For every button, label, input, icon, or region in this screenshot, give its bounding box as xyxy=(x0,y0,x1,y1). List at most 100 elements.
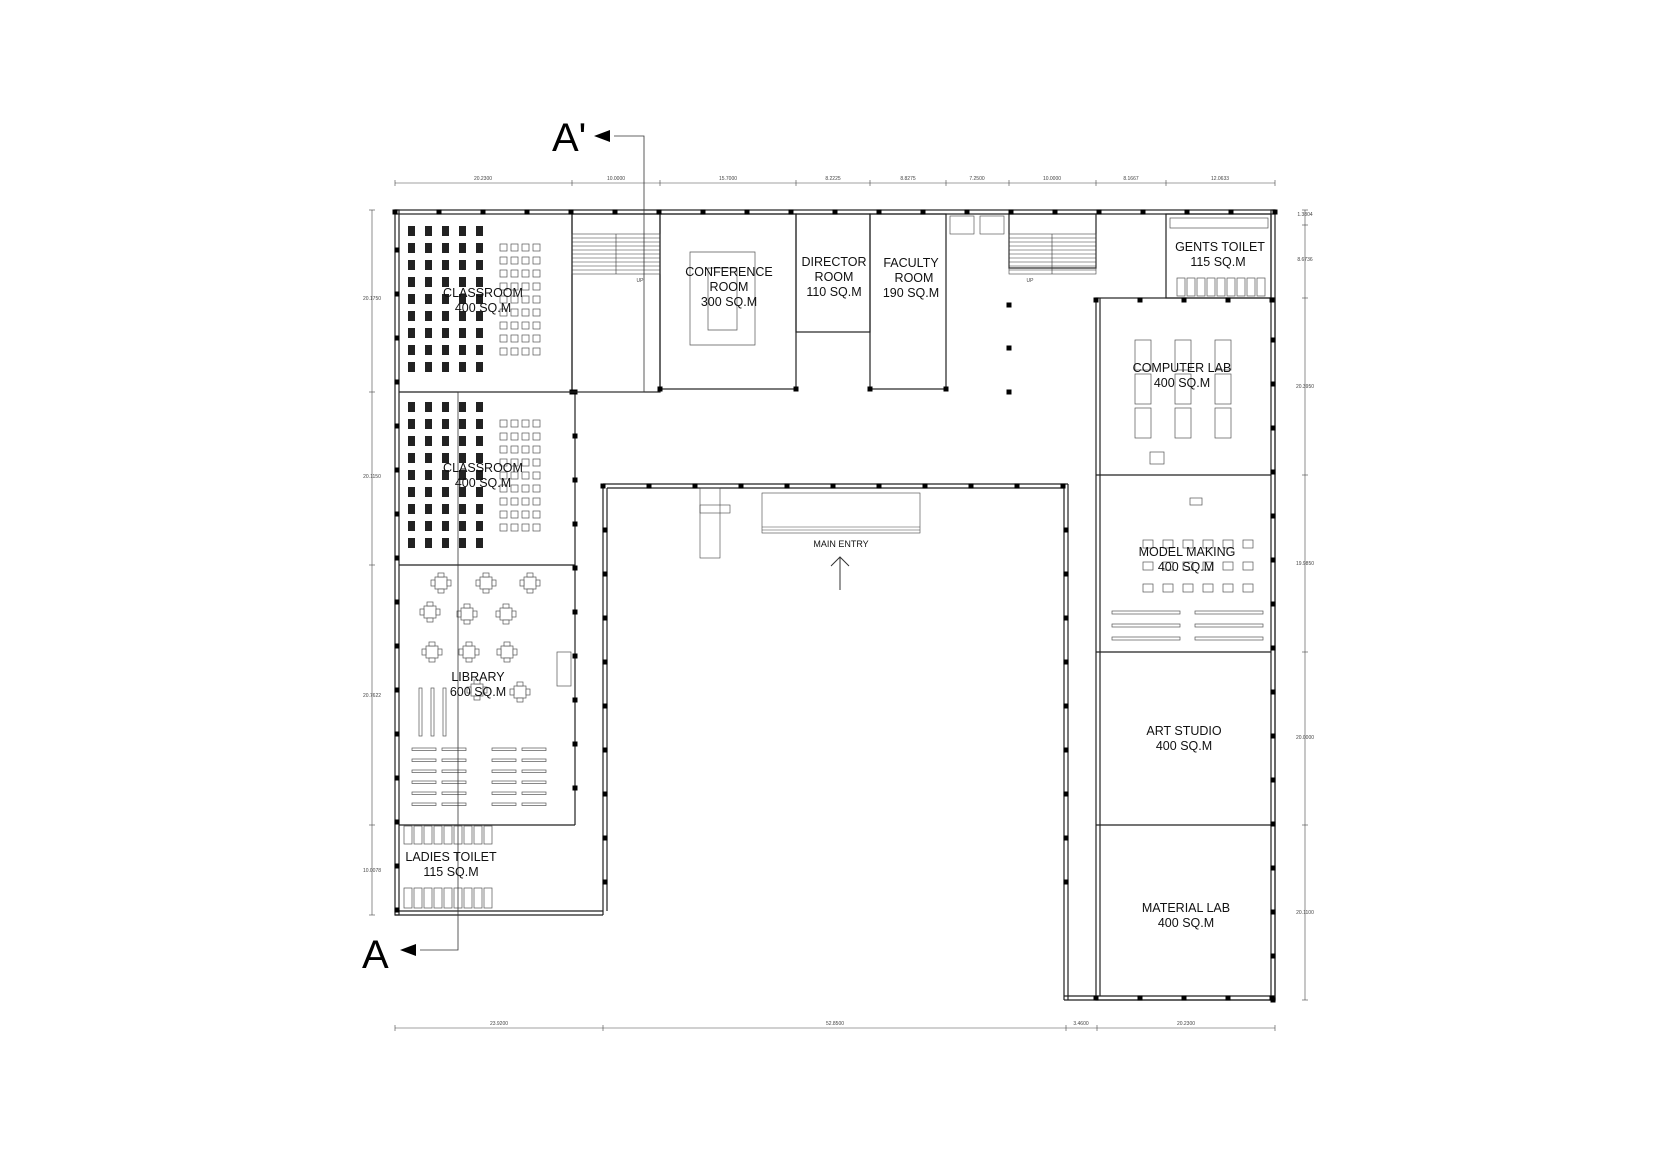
desk xyxy=(459,402,466,412)
column xyxy=(1228,209,1234,215)
chair xyxy=(510,256,519,265)
bookshelf xyxy=(411,780,437,784)
toilet-stall xyxy=(403,825,413,845)
dim-right-6: 20.1100 xyxy=(1296,910,1314,916)
column xyxy=(394,247,400,253)
desk xyxy=(476,504,483,514)
column xyxy=(572,433,578,439)
desk xyxy=(459,277,466,287)
model-table xyxy=(1202,583,1214,593)
faculty-name-2: ROOM xyxy=(895,271,934,285)
workstation xyxy=(1174,339,1192,371)
desk xyxy=(459,538,466,548)
desk xyxy=(459,521,466,531)
chair xyxy=(426,617,434,623)
chair xyxy=(510,419,519,428)
column xyxy=(1063,571,1069,577)
bookshelf xyxy=(411,758,437,762)
toilet-stall xyxy=(1196,277,1206,297)
chair xyxy=(510,432,519,441)
desk xyxy=(442,328,449,338)
desk xyxy=(425,277,432,287)
column xyxy=(394,511,400,517)
chair xyxy=(430,579,436,587)
column xyxy=(744,209,750,215)
chair xyxy=(521,484,530,493)
chair xyxy=(521,510,530,519)
chair xyxy=(532,445,541,454)
director-name-1: DIRECTOR xyxy=(801,255,866,269)
table xyxy=(523,576,537,590)
chair xyxy=(510,445,519,454)
toilet-stall xyxy=(1176,277,1186,297)
chair xyxy=(502,603,510,609)
chair xyxy=(519,579,525,587)
chair xyxy=(473,679,481,685)
desk xyxy=(476,402,483,412)
model-table xyxy=(1142,583,1154,593)
art-studio-name: ART STUDIO xyxy=(1146,724,1222,738)
desk xyxy=(442,402,449,412)
desk xyxy=(408,328,415,338)
bookshelf xyxy=(491,802,517,806)
chair xyxy=(511,610,517,618)
chair xyxy=(474,648,480,656)
chair xyxy=(510,523,519,532)
conference-name-2: ROOM xyxy=(710,280,749,294)
chair xyxy=(482,686,488,694)
column xyxy=(1270,601,1276,607)
table xyxy=(479,576,493,590)
chair xyxy=(521,334,530,343)
column xyxy=(602,791,608,797)
toilet-stall xyxy=(433,887,443,909)
desk xyxy=(459,419,466,429)
workstation xyxy=(1134,373,1152,405)
chair xyxy=(446,579,452,587)
desk xyxy=(425,470,432,480)
instructor-desk xyxy=(1189,497,1203,506)
column xyxy=(1096,209,1102,215)
dim-right-5: 20.0000 xyxy=(1296,735,1314,741)
toilet-stall xyxy=(423,887,433,909)
column xyxy=(572,697,578,703)
column xyxy=(876,483,882,489)
chair xyxy=(499,484,508,493)
conference-area: 300 SQ.M xyxy=(701,295,757,309)
bookshelf xyxy=(441,802,467,806)
chair xyxy=(419,608,425,616)
chair xyxy=(503,641,511,647)
model-table xyxy=(1162,539,1174,549)
lab-furniture xyxy=(1111,339,1264,641)
chair xyxy=(463,603,471,609)
desk xyxy=(442,419,449,429)
bookshelf xyxy=(411,802,437,806)
column xyxy=(1063,703,1069,709)
toilet-stall xyxy=(483,887,493,909)
desk xyxy=(442,345,449,355)
desk xyxy=(425,453,432,463)
column xyxy=(602,879,608,885)
model-table xyxy=(1222,583,1234,593)
bench xyxy=(1194,623,1264,628)
column xyxy=(572,653,578,659)
chair xyxy=(426,601,434,607)
section-mark-bottom: A xyxy=(362,933,389,977)
dim-top-9: 12.0633 xyxy=(1211,176,1229,182)
chair xyxy=(510,471,519,480)
toilet-stall xyxy=(413,825,423,845)
chair xyxy=(499,497,508,506)
column xyxy=(1181,995,1187,1001)
chair xyxy=(510,510,519,519)
desk xyxy=(476,294,483,304)
stair-left: UP xyxy=(571,233,661,284)
column xyxy=(1270,821,1276,827)
chair xyxy=(499,243,508,252)
section-mark-top: A' xyxy=(552,116,586,160)
chair xyxy=(532,523,541,532)
toilet-stall xyxy=(1216,277,1226,297)
desk xyxy=(459,328,466,338)
column xyxy=(656,209,662,215)
desk xyxy=(459,345,466,355)
column xyxy=(738,483,744,489)
chair xyxy=(510,282,519,291)
